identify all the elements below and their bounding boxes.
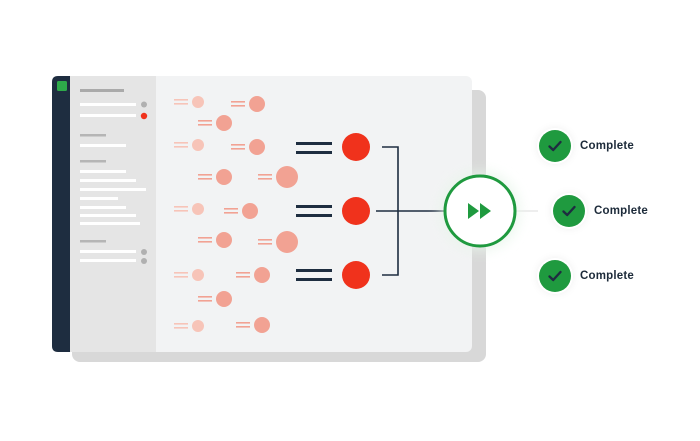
nav-item[interactable] xyxy=(80,188,146,191)
merge-lines-3 xyxy=(296,269,332,281)
nav-item[interactable] xyxy=(80,214,136,217)
bracket-connector xyxy=(376,146,446,276)
fast-forward-icon xyxy=(468,203,491,219)
source-node xyxy=(174,203,204,215)
status-item: Complete xyxy=(553,195,648,227)
source-node xyxy=(224,203,258,219)
source-node xyxy=(258,231,298,253)
source-node xyxy=(236,317,270,333)
source-node xyxy=(198,291,232,307)
nav-item[interactable] xyxy=(80,206,126,209)
status-item: Complete xyxy=(539,130,634,162)
source-node xyxy=(231,96,265,112)
source-node xyxy=(236,267,270,283)
active-node xyxy=(342,261,370,289)
red-dot-icon xyxy=(140,112,148,120)
active-node xyxy=(342,133,370,161)
status-label: Complete xyxy=(580,140,634,152)
nav-item[interactable] xyxy=(80,144,126,147)
source-node xyxy=(231,139,265,155)
active-node xyxy=(342,197,370,225)
nav-item[interactable] xyxy=(80,222,140,225)
nav-item[interactable] xyxy=(80,259,136,262)
source-node xyxy=(174,139,204,151)
checkmark-icon xyxy=(539,260,571,292)
nav-item[interactable] xyxy=(80,114,136,117)
nav-item[interactable] xyxy=(80,197,118,200)
nav-item[interactable] xyxy=(80,250,136,253)
source-node xyxy=(198,232,232,248)
source-node xyxy=(198,169,232,185)
source-node xyxy=(174,320,204,332)
sidebar-rail xyxy=(52,76,70,352)
source-node xyxy=(258,166,298,188)
status-label: Complete xyxy=(580,270,634,282)
merge-lines-2 xyxy=(296,205,332,217)
source-node xyxy=(174,269,204,281)
status-label: Complete xyxy=(594,205,648,217)
app-square-icon[interactable] xyxy=(57,81,67,91)
merge-group xyxy=(296,133,538,289)
source-node xyxy=(198,115,232,131)
checkmark-icon xyxy=(553,195,585,227)
checkmark-icon xyxy=(539,130,571,162)
source-nodes xyxy=(174,96,298,333)
nav-item[interactable] xyxy=(80,103,136,106)
fast-forward-button[interactable] xyxy=(440,171,520,251)
nav-item[interactable] xyxy=(80,170,126,173)
merge-lines-1 xyxy=(296,142,332,154)
navigation-list xyxy=(80,89,148,264)
status-item: Complete xyxy=(539,260,634,292)
nav-item[interactable] xyxy=(80,179,136,182)
source-node xyxy=(174,96,204,108)
